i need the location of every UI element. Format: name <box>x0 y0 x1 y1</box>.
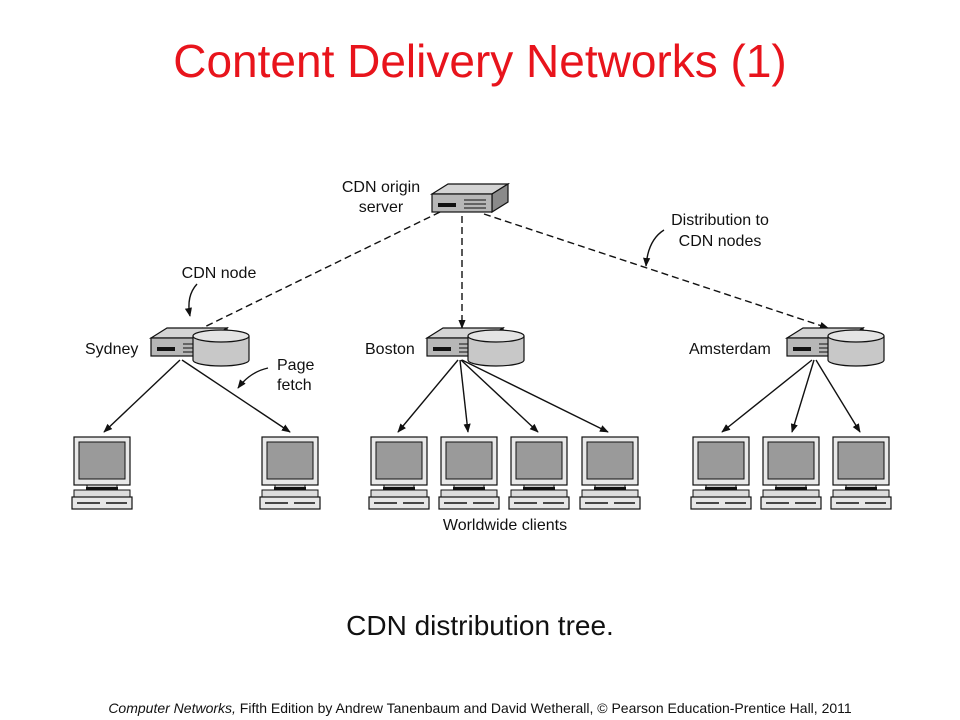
database-icon-amsterdam <box>827 329 885 367</box>
origin-label-line-1: CDN origin <box>342 179 420 196</box>
distribution-label-line-2: CDN nodes <box>679 233 762 250</box>
origin-label-line-2: server <box>359 199 404 216</box>
fetch-line <box>461 359 609 433</box>
fetch-line <box>103 359 181 433</box>
footer-citation: Fifth Edition by Andrew Tanenbaum and Da… <box>235 700 852 716</box>
clients-label: Worldwide clients <box>443 517 567 534</box>
distribution-callout-arrow <box>643 229 665 267</box>
slide-footer: Computer Networks, Fifth Edition by Andr… <box>0 700 960 716</box>
fetch-line <box>181 359 291 433</box>
database-icon-boston <box>467 329 525 367</box>
page-fetch-callout-arrow <box>237 367 269 389</box>
cdn-node-label: CDN node <box>182 265 257 282</box>
distribution-line-amsterdam <box>483 213 829 329</box>
node-label-boston: Boston <box>365 341 415 358</box>
client-computer-icon <box>690 436 752 510</box>
fetch-line <box>721 359 813 433</box>
fetch-line <box>815 359 861 433</box>
origin-server-icon <box>431 183 509 213</box>
client-computer-icon <box>830 436 892 510</box>
page-fetch-label-line-1: Page <box>277 357 314 374</box>
footer-book-title: Computer Networks, <box>108 700 236 716</box>
fetch-line <box>460 359 539 433</box>
slide-caption: CDN distribution tree. <box>346 610 614 641</box>
node-label-sydney: Sydney <box>85 341 138 358</box>
slide-title: Content Delivery Networks (1) <box>173 35 787 87</box>
client-computer-icon <box>760 436 822 510</box>
distribution-label-line-1: Distribution to <box>671 212 769 229</box>
fetch-line <box>790 359 815 433</box>
cdn-node-callout-arrow <box>184 283 198 317</box>
fetch-line <box>459 359 471 433</box>
client-computer-icon <box>438 436 500 510</box>
client-computer-icon <box>579 436 641 510</box>
node-label-amsterdam: Amsterdam <box>689 341 771 358</box>
client-computer-icon <box>508 436 570 510</box>
fetch-line <box>397 359 459 433</box>
client-computer-icon <box>368 436 430 510</box>
client-computer-icon <box>71 436 133 510</box>
page-fetch-label-line-2: fetch <box>277 377 312 394</box>
database-icon-sydney <box>192 329 250 367</box>
distribution-line-sydney <box>185 211 441 337</box>
client-computer-icon <box>259 436 321 510</box>
